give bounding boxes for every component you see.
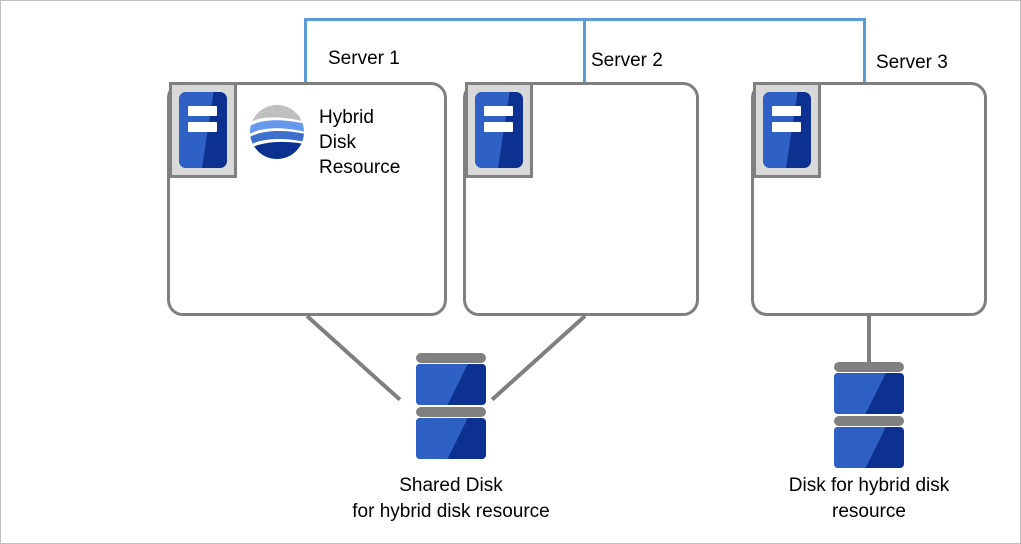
interconnect-drop-server-1 [304,18,307,82]
server-chassis [179,92,227,168]
disk-platter [834,373,904,414]
server-slot-bar [771,122,802,133]
shared-disk-caption: Shared Disk for hybrid disk resource [352,475,550,522]
server-chassis [475,92,523,168]
disk-platter [416,364,486,405]
interconnect-drop-server-2 [583,18,586,82]
server-slot-bar [771,106,802,117]
server-icon-2 [465,82,533,178]
disk-platter [416,418,486,459]
connector-server1-to-shared-disk [305,314,402,402]
server-box-3[interactable] [751,82,987,316]
server-icon-1 [169,82,237,178]
disk-cap [416,407,486,417]
server-box-2[interactable] [463,82,699,316]
connector-server2-to-shared-disk [490,314,587,402]
server-slot-bar [187,106,218,117]
server-icon-3 [753,82,821,178]
server-box-1[interactable] [167,82,447,316]
connector-server3-to-disk [867,314,871,362]
hybrid-disk-caption: Disk for hybrid disk resource [788,475,950,522]
shared-disk-icon [416,353,486,461]
server-label-2: Server 2 [591,50,663,71]
hybrid-disk-resource-label: Hybrid Disk Resource [319,107,401,178]
server-label-1: Server 1 [328,48,400,69]
disk-platter [834,427,904,468]
server-label-3: Server 3 [876,52,948,73]
hybrid-disk-icon [834,362,904,470]
disk-cap [834,416,904,426]
server-chassis [763,92,811,168]
server-slot-bar [483,106,514,117]
disk-cap [416,353,486,363]
hybrid-disk-resource-globe-icon [249,104,305,160]
interconnect-drop-server-3 [863,18,866,82]
server-slot-bar [187,122,218,133]
disk-cap [834,362,904,372]
server-slot-bar [483,122,514,133]
